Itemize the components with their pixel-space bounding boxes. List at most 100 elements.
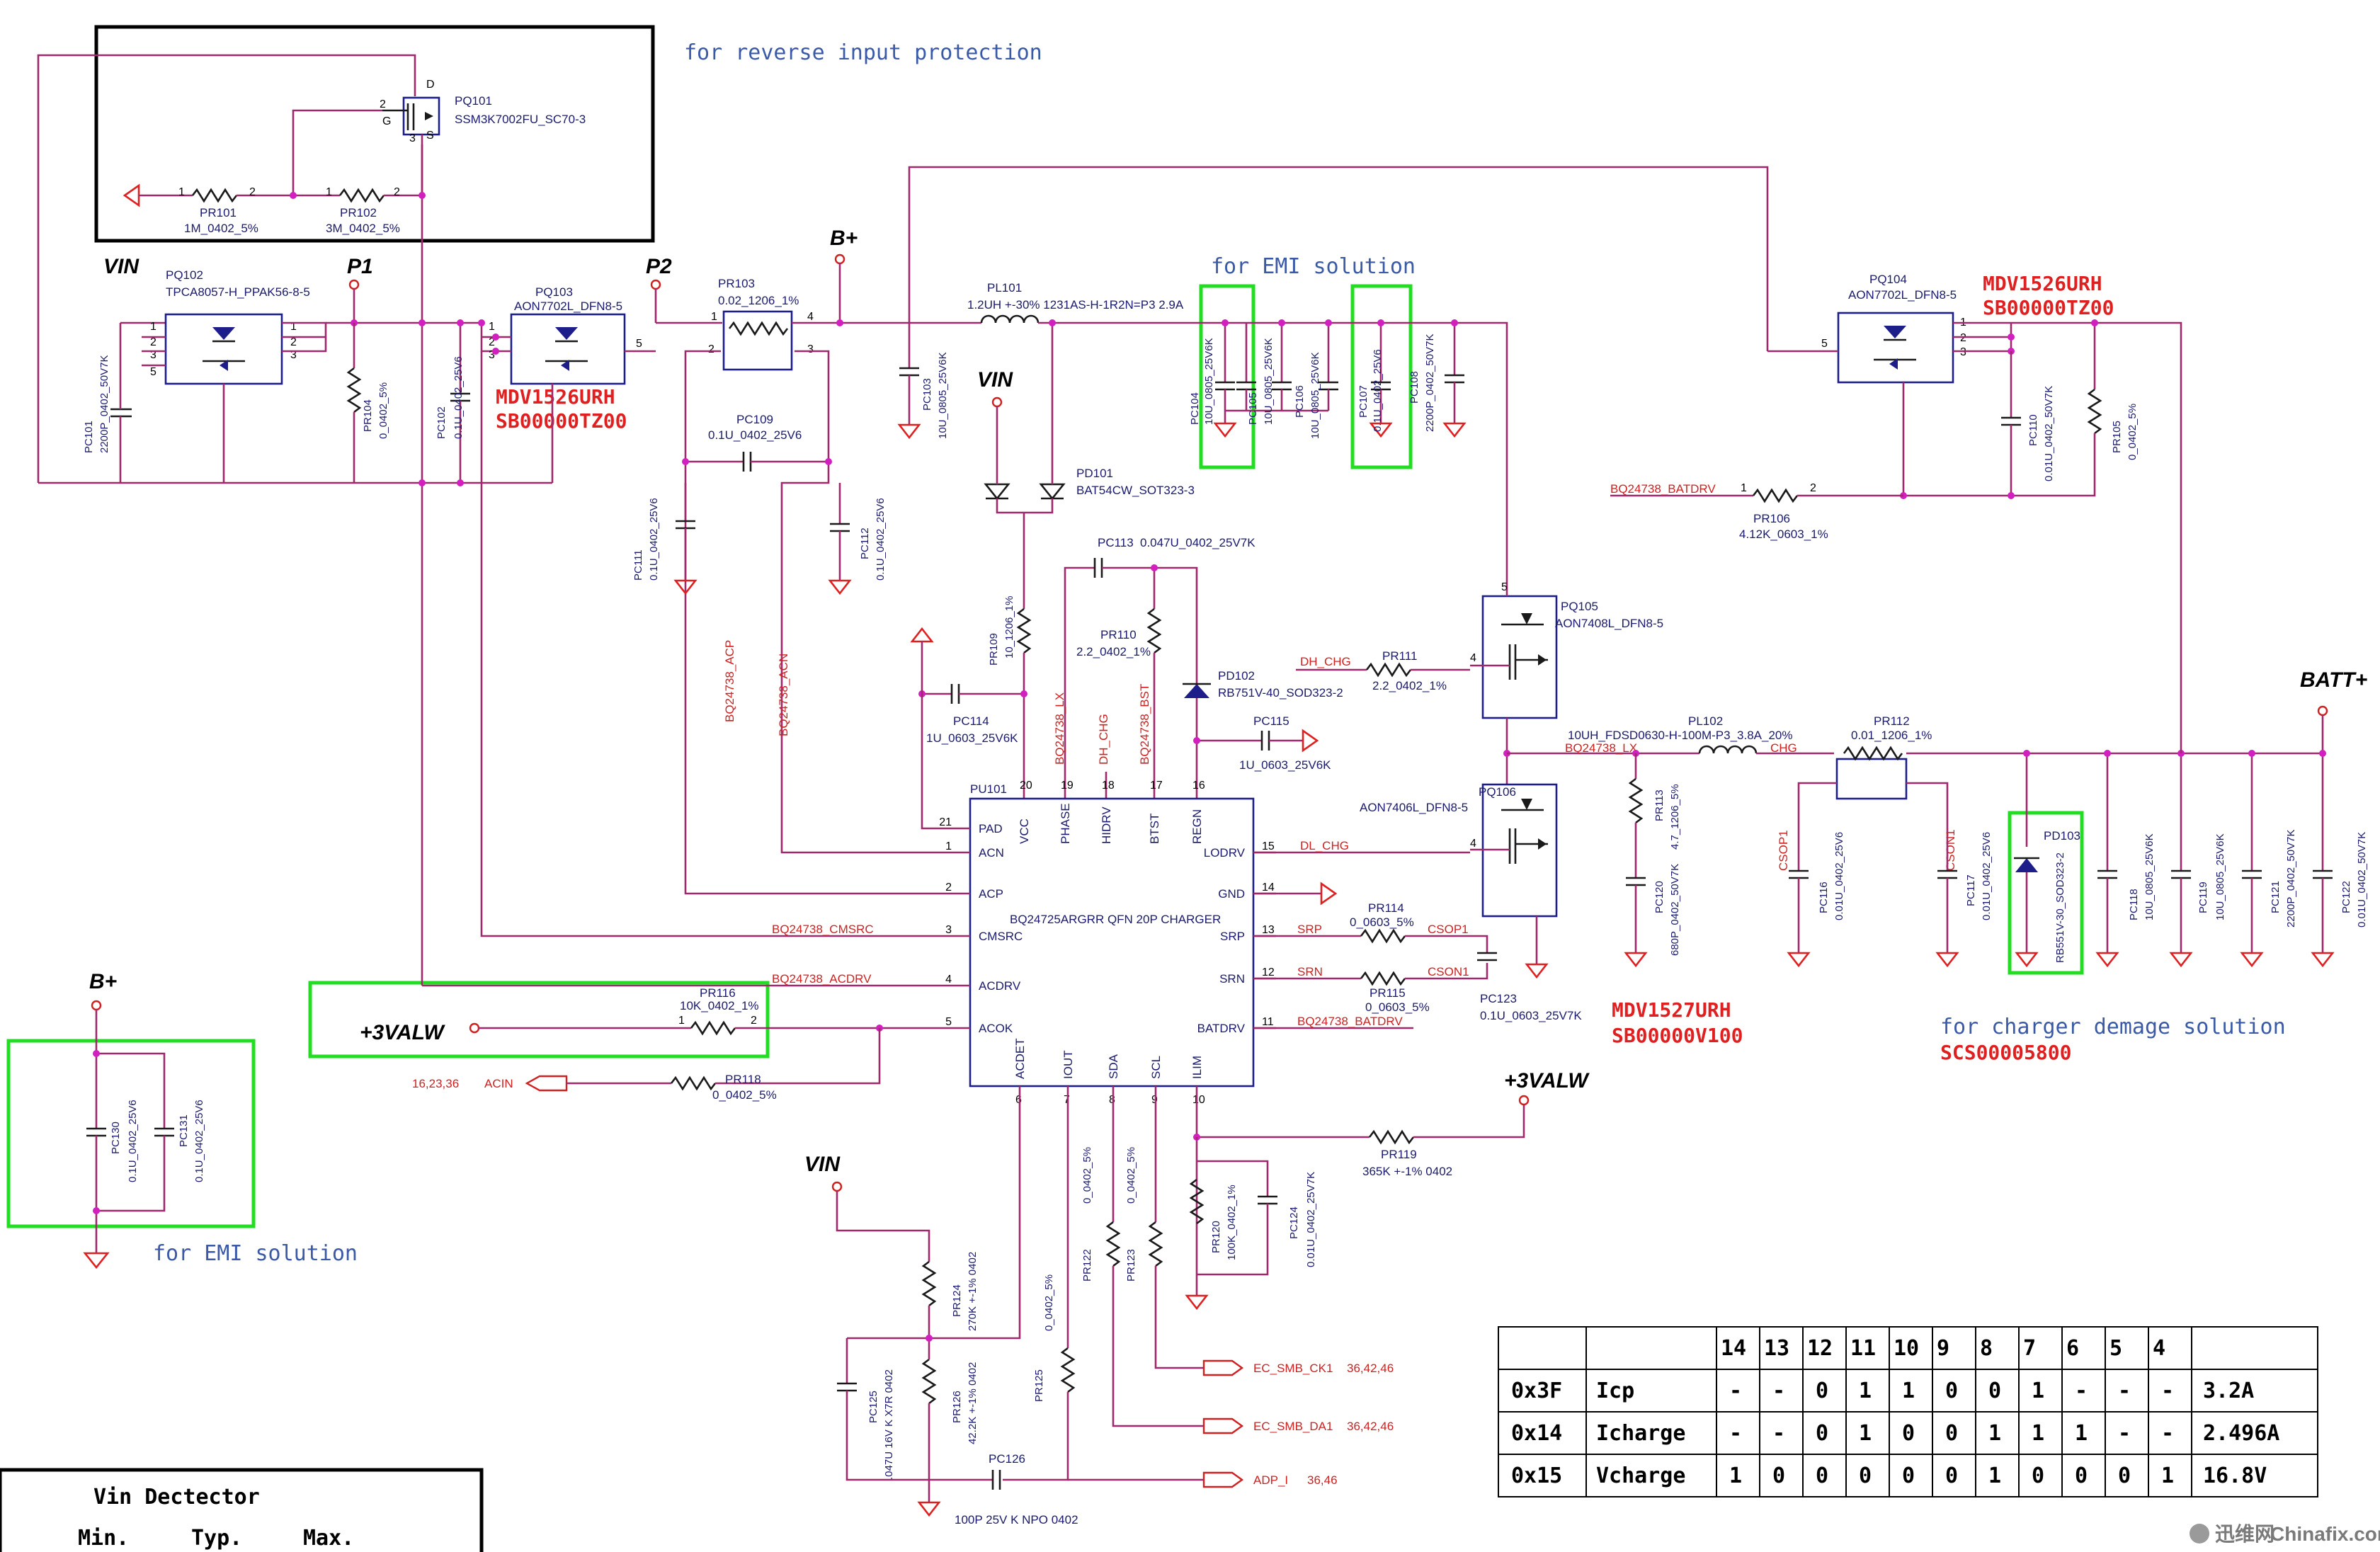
table-cell: 0	[1988, 1379, 2001, 1403]
pq102-value: TPCA8057-H_PPAK56-8-5	[166, 285, 310, 299]
svg-text:5: 5	[150, 366, 156, 378]
pin-acok: ACOK	[979, 1022, 1013, 1035]
pin-ilim: ILIM	[1190, 1056, 1204, 1079]
svg-text:3: 3	[1960, 346, 1966, 358]
pc120-value: 680P_0402_50V7K	[1669, 864, 1681, 956]
pr112-ref: PR112	[1874, 714, 1910, 728]
pd101-value: BAT54CW_SOT323-3	[1076, 484, 1195, 497]
pin-cmsrc-num: 3	[945, 924, 952, 936]
net-dh-chg: DH_CHG	[1300, 655, 1351, 668]
pc122-ref: PC122	[2340, 881, 2352, 913]
table-row-addr: 0x3F	[1511, 1379, 1562, 1403]
pr125-ref: PR125	[1033, 1369, 1045, 1402]
svg-text:2: 2	[380, 98, 386, 110]
pr126-value: 42.2K +-1% 0402	[967, 1362, 979, 1444]
svg-text:1: 1	[1741, 482, 1747, 494]
net-dl-chg: DL_CHG	[1300, 839, 1349, 852]
pr124-resistor	[921, 1260, 937, 1307]
pc111-value: 0.1U_0402_25V6	[648, 498, 660, 581]
pr116-ref: PR116	[700, 986, 736, 1000]
pin-iout-num: 7	[1064, 1094, 1070, 1106]
pin-acdet-num: 6	[1015, 1094, 1022, 1106]
pc125-ref: PC125	[867, 1391, 879, 1423]
wire-cmsrc	[480, 483, 947, 937]
pc130-ref: PC130	[110, 1122, 122, 1154]
net-srn: SRN	[1297, 965, 1323, 978]
ground-pin14	[1320, 881, 1338, 906]
pr113-ref: PR113	[1653, 789, 1666, 821]
pin-hidrv: HIDRV	[1100, 806, 1113, 844]
pq106-value: AON7406L_DFN8-5	[1360, 801, 1468, 814]
pc121-ref: PC121	[2270, 881, 2282, 913]
ec-da-port	[1202, 1417, 1244, 1434]
pc119-ref: PC119	[2197, 881, 2209, 913]
table-cell: -	[2075, 1379, 2088, 1403]
pd103-value: RB551V-30_SOD323-2	[2054, 852, 2066, 963]
table-cell: 0	[1816, 1421, 1828, 1446]
pr101-ref: PR101	[200, 206, 237, 219]
adp-ref: 36,46	[1307, 1473, 1338, 1487]
pr120-resistor	[1189, 1178, 1205, 1225]
pin-vcc: VCC	[1018, 818, 1031, 844]
pin-sda: SDA	[1107, 1054, 1120, 1079]
pq104-sb: SB00000TZ00	[1983, 296, 2114, 319]
pu101-ic	[969, 797, 1255, 1088]
emi-cap-bank	[1213, 323, 1467, 438]
svg-text:1: 1	[711, 311, 717, 323]
pc106-ref: PC106	[1294, 385, 1306, 418]
pc102-ref: PC102	[435, 406, 448, 439]
pin-srp-num: 13	[1262, 924, 1275, 936]
pc111-ref: PC111	[632, 549, 644, 581]
table-cell: 0	[1945, 1421, 1958, 1446]
ground-pc116	[1787, 952, 1811, 968]
ground-ilim	[1185, 1294, 1209, 1311]
pr118-value: 0_0402_5%	[712, 1088, 777, 1102]
svg-text:4: 4	[807, 311, 814, 323]
pin-acn: ACN	[979, 846, 1004, 860]
svg-text:3: 3	[150, 349, 156, 361]
pc112-ref: PC112	[859, 527, 871, 559]
table-cell: 1	[1988, 1421, 2001, 1446]
pr115-value: 0_0603_5%	[1365, 1000, 1430, 1014]
svg-text:5: 5	[1501, 581, 1508, 593]
svg-text:G: G	[382, 115, 391, 127]
table-cell: -	[2118, 1379, 2131, 1403]
pc117-ref: PC117	[1965, 874, 1977, 906]
pr106-value: 4.12K_0603_1%	[1739, 527, 1828, 541]
svg-text:2: 2	[1810, 482, 1816, 494]
pin-lodrv: LODRV	[1204, 846, 1246, 860]
emi-box-pc107-108	[1350, 284, 1413, 469]
net-vin-bottom: VIN	[804, 1153, 841, 1176]
pq104-mdv: MDV1526URH	[1983, 272, 2102, 295]
pr103-shunt	[722, 310, 793, 371]
pd103-ref: PD103	[2044, 829, 2080, 843]
pc118-ref: PC118	[2128, 889, 2140, 920]
pr122-value: 0_0402_5%	[1081, 1147, 1093, 1204]
pc126-value: 100P 25V K NPO 0402	[955, 1513, 1078, 1527]
table-cell: 0	[1859, 1463, 1872, 1488]
pc108-ref: PC108	[1408, 371, 1420, 404]
pq103-ref: PQ103	[535, 285, 573, 299]
wire-top-loop	[908, 166, 1769, 351]
pu101-name: BQ24725ARGRR QFN 20P CHARGER	[1010, 913, 1221, 926]
table-cell: 0	[1945, 1379, 1958, 1403]
watermark-brand: 迅维网	[2215, 1523, 2274, 1545]
pr115-resistor	[1360, 971, 1406, 986]
pr122-ref: PR122	[1081, 1249, 1093, 1282]
pin-gnd: GND	[1218, 887, 1245, 901]
table-row-value: 3.2A	[2203, 1379, 2254, 1403]
net-bst-top: BQ24738_BST	[1138, 684, 1151, 765]
pin-acp-num: 2	[945, 881, 952, 894]
bit-header-4: 4	[2153, 1336, 2165, 1361]
pr115-ref: PR115	[1370, 986, 1406, 1000]
pc124-ref: PC124	[1288, 1206, 1300, 1239]
pq106-sb: SB00000V100	[1612, 1024, 1743, 1047]
bit-header-10: 10	[1894, 1336, 1919, 1361]
pc123-value: 0.1U_0603_25V7K	[1480, 1009, 1582, 1022]
pr116-value: 10K_0402_1%	[680, 999, 759, 1012]
net-ec-da: EC_SMB_DA1	[1253, 1420, 1333, 1433]
net-srp: SRP	[1297, 923, 1322, 936]
table-cell: 0	[1816, 1379, 1828, 1403]
pc131-ref: PC131	[178, 1114, 190, 1147]
pc119-value: 10U_0805_25V6K	[2214, 833, 2226, 920]
